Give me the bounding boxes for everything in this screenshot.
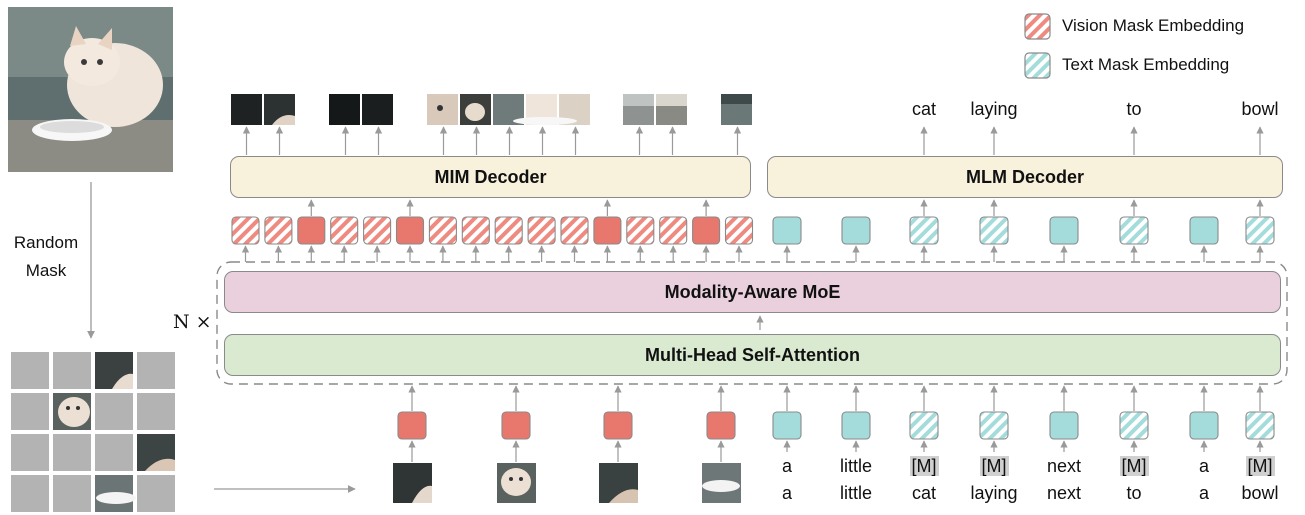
text-token [1049,216,1079,245]
text-target-word: a [1198,483,1209,503]
text-input-word: [M] [909,456,939,476]
mim-decoder: MIM Decoder [230,156,751,198]
text-target-word: little [839,483,872,503]
text-target-word: laying [970,483,1018,503]
vision-mask-token [231,216,260,245]
vision-input-token [603,411,633,440]
text-input-word: [M] [1245,456,1275,476]
text-target-word: a [781,483,792,503]
vision-token [692,216,721,245]
text-mask-input-token [979,411,1009,440]
text-input-word: [M] [1119,456,1149,476]
mlm-output-word: bowl [1241,99,1279,119]
legend-text-swatch [1024,52,1051,79]
vision-mask-token [363,216,392,245]
vision-token [395,216,425,245]
multi-head-self-attention: Multi-Head Self-Attention [224,334,1281,376]
text-input-word: little [839,456,872,476]
mlm-decoder: MLM Decoder [767,156,1283,198]
output-patches [231,94,752,125]
modality-aware-moe: Modality-Aware MoE [224,271,1281,313]
vision-token [593,216,622,245]
random-mask-label: Random Mask [13,233,79,280]
vision-input-token [397,411,427,440]
vision-mask-token [428,216,457,245]
text-input-token [1189,411,1219,440]
vision-mask-token [724,216,754,245]
mlm-output-word: laying [970,99,1018,119]
text-token [841,216,871,245]
text-mask-input-token [1245,411,1275,440]
text-mask-token [909,216,939,245]
text-mask-input-token [909,411,939,440]
masked-image-grid [11,352,175,512]
text-input-token [1049,411,1079,440]
text-input-token [772,411,802,440]
text-input-word: a [781,456,792,476]
vision-mask-token [626,216,655,245]
legend-text-label: Text Mask Embedding [1062,55,1230,74]
vision-input-token [501,411,531,440]
vision-mask-token [330,216,359,245]
text-target-word: to [1126,483,1142,503]
text-mask-token [979,216,1009,245]
text-mask-token [1245,216,1275,245]
source-cat-image [8,7,173,172]
vision-input-token [706,411,736,440]
text-token [772,216,802,245]
text-input-word: [M] [979,456,1009,476]
text-mask-token [1119,216,1149,245]
legend-vision-label: Vision Mask Embedding [1062,16,1245,35]
vision-mask-token [560,216,589,245]
mlm-output-word: cat [911,99,936,119]
text-target-word: bowl [1241,483,1279,503]
input-patches [393,463,741,503]
text-target-word: next [1046,483,1082,503]
vision-mask-token [659,216,688,245]
text-input-token [841,411,871,440]
mlm-output-word: to [1126,99,1142,119]
n-times-label: N × [173,311,212,333]
vision-token [297,216,326,245]
vision-mask-token [527,216,556,245]
vision-mask-token [494,216,523,245]
legend-vision-swatch [1024,13,1051,40]
vision-mask-token [264,216,293,245]
text-input-word: next [1046,456,1082,476]
text-target-word: cat [911,483,936,503]
vision-mask-token [461,216,490,245]
text-input-word: a [1198,456,1209,476]
text-token [1189,216,1219,245]
text-mask-input-token [1119,411,1149,440]
